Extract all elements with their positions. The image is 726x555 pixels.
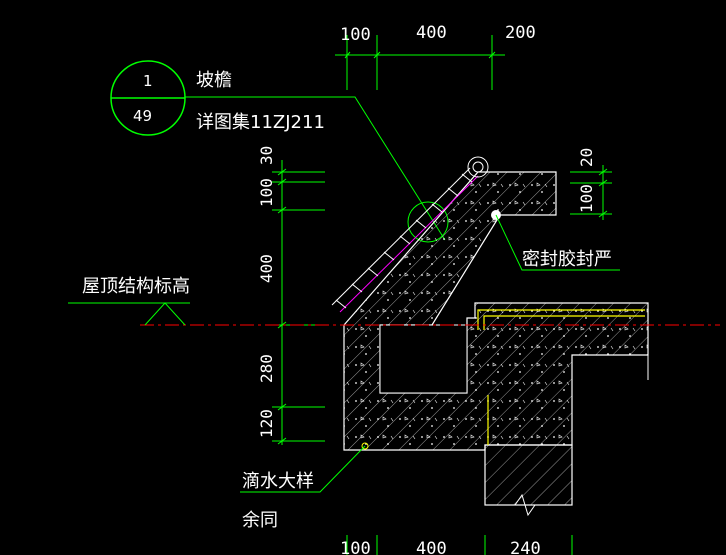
sealant-leader — [491, 210, 620, 271]
detail-marker — [110, 60, 449, 243]
bottom-dim-1: 100 — [340, 539, 371, 555]
left-dim-2: 100 — [257, 178, 276, 207]
roof-level-label: 屋顶结构标高 — [82, 276, 190, 297]
left-dim-4: 280 — [257, 354, 276, 383]
right-dim-2: 100 — [577, 184, 596, 213]
detail-sheet: 49 — [133, 107, 152, 125]
right-dimension-chain — [570, 165, 612, 220]
bottom-dim-2: 400 — [416, 539, 447, 555]
top-dim-1: 100 — [340, 25, 371, 45]
bottom-dimension-chain — [346, 535, 573, 555]
top-dimension-chain — [335, 35, 505, 90]
right-dim-1: 20 — [577, 148, 596, 167]
sealant-label: 密封胶封严 — [522, 249, 612, 270]
eave-title: 坡檐 — [196, 70, 232, 91]
left-dim-1: 30 — [257, 146, 276, 165]
roof-tiles — [331, 156, 489, 313]
concrete-eave-section — [343, 171, 649, 506]
detail-number: 1 — [143, 72, 153, 90]
drip-detail-label: 滴水大样 — [242, 471, 314, 492]
left-dimension-chain — [272, 160, 325, 445]
left-dim-3: 400 — [257, 254, 276, 283]
roof-level-marker — [68, 302, 190, 326]
top-dim-2: 400 — [416, 23, 447, 43]
left-dim-5: 120 — [257, 409, 276, 438]
atlas-reference: 详图集11ZJ211 — [196, 112, 325, 133]
top-dim-3: 200 — [505, 23, 536, 43]
bottom-dim-3: 240 — [510, 539, 541, 555]
break-mark — [514, 493, 536, 517]
same-below-label: 余同 — [242, 510, 278, 531]
drip-leader — [240, 442, 369, 493]
